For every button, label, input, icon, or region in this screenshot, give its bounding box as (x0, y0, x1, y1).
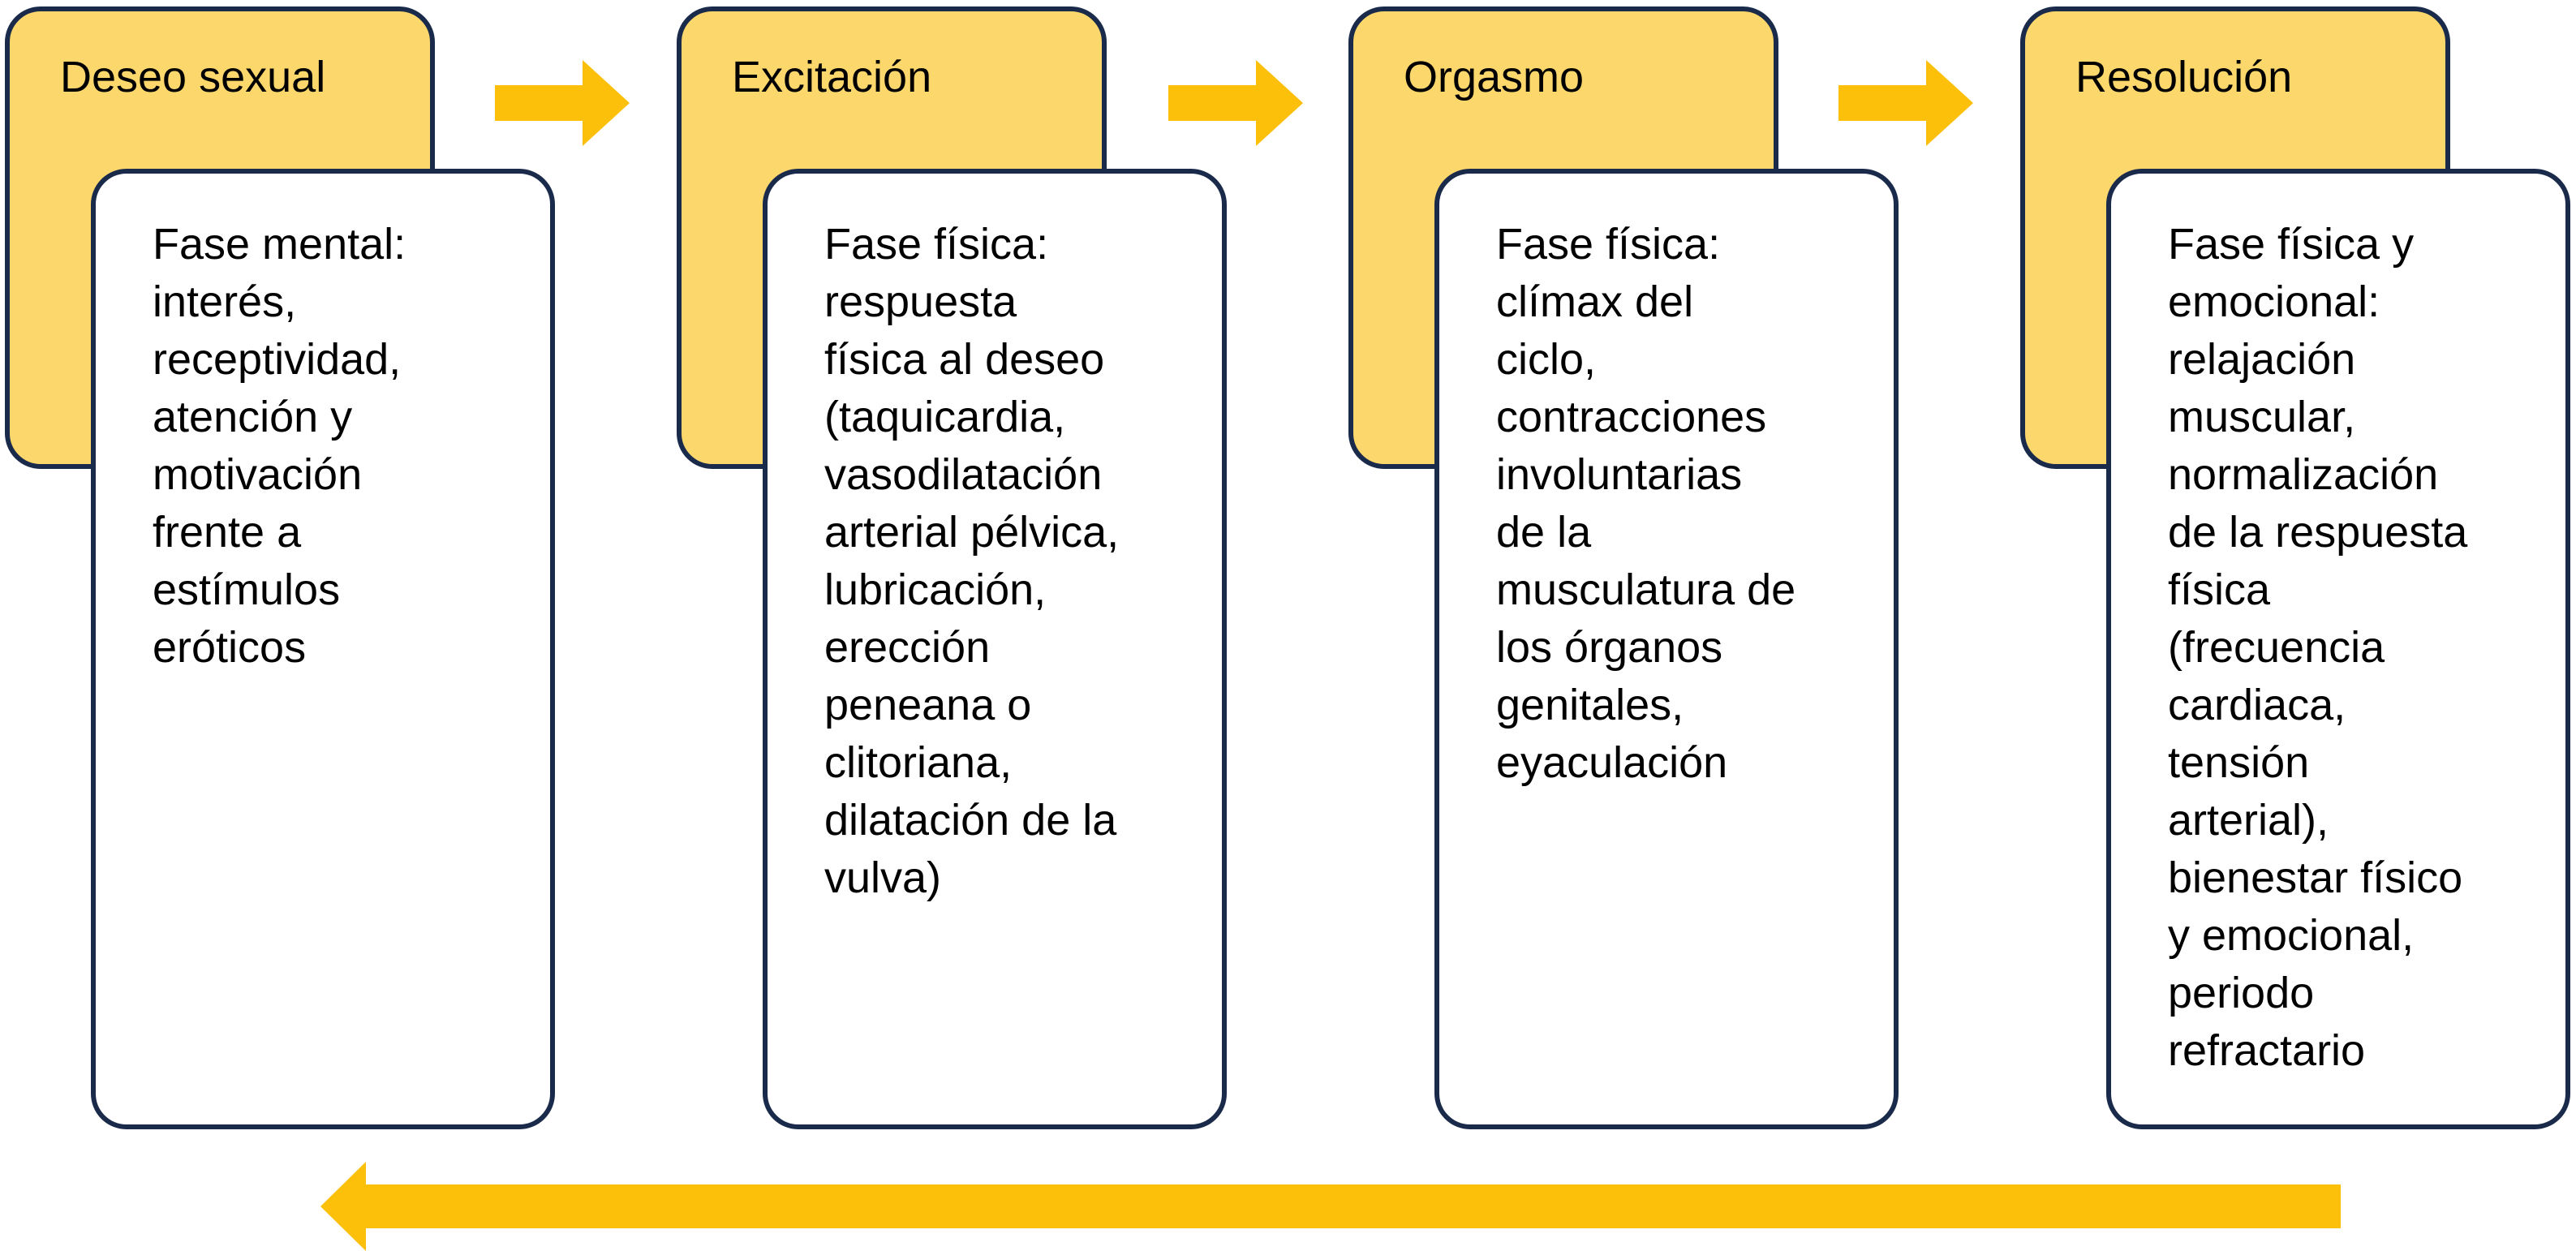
phase-description-box: Fase física: clímax del ciclo, contracci… (1434, 169, 1899, 1129)
phase-excitacion: Excitación Fase física: respuesta física… (672, 0, 1256, 1136)
phase-description: Fase física: clímax del ciclo, contracci… (1496, 220, 1796, 787)
phase-title: Resolución (2075, 53, 2293, 101)
phase-description-box: Fase física: respuesta física al deseo (… (763, 169, 1227, 1129)
phase-description: Fase física: respuesta física al deseo (… (824, 220, 1120, 902)
phase-deseo-sexual: Deseo sexual Fase mental: interés, recep… (0, 0, 584, 1136)
phase-title: Deseo sexual (60, 53, 326, 101)
forward-arrow-icon (1167, 58, 1305, 148)
phase-description: Fase mental: interés, receptividad, aten… (153, 220, 406, 672)
return-arrow-icon (320, 1162, 2342, 1251)
phase-orgasmo: Orgasmo Fase física: clímax del ciclo, c… (1344, 0, 1928, 1136)
phase-title: Orgasmo (1404, 53, 1585, 101)
phase-description-box: Fase mental: interés, receptividad, aten… (91, 169, 555, 1129)
forward-arrow-icon (1837, 58, 1975, 148)
phase-description: Fase física y emocional: relajación musc… (2168, 220, 2468, 1075)
phase-description-box: Fase física y emocional: relajación musc… (2106, 169, 2570, 1129)
forward-arrow-icon (493, 58, 631, 148)
phase-title: Excitación (732, 53, 932, 101)
phase-resolucion: Resolución Fase física y emocional: rela… (2015, 0, 2576, 1136)
